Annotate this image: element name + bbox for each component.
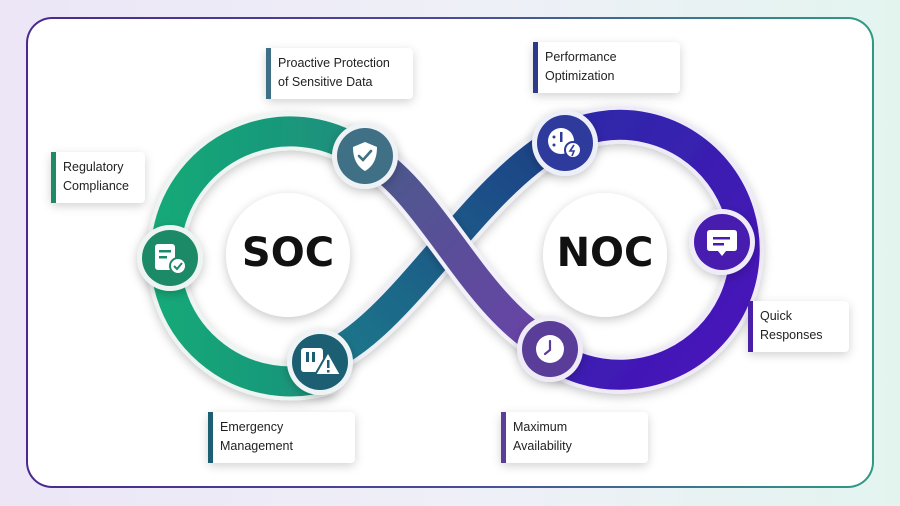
label-line: Quick xyxy=(760,309,792,323)
label-regulatory-compliance: Regulatory Compliance xyxy=(51,152,145,203)
shield-check-icon xyxy=(332,123,398,189)
soc-center-disc xyxy=(226,193,350,317)
soc-title: SOC xyxy=(241,230,335,276)
label-line: Optimization xyxy=(545,69,615,83)
label-maximum-availability: Maximum Availability xyxy=(501,412,648,463)
label-accent-bar xyxy=(208,412,213,463)
label-line: Management xyxy=(220,439,293,453)
label-proactive-protection: Proactive Protection of Sensitive Data xyxy=(266,48,413,99)
label-quick-responses: Quick Responses xyxy=(748,301,849,352)
noc-center-disc xyxy=(543,193,667,317)
speedometer-bolt-icon xyxy=(532,110,598,176)
label-accent-bar xyxy=(533,42,538,93)
clock-icon xyxy=(517,316,583,382)
label-line: Proactive Protection xyxy=(278,56,390,70)
alert-incident-icon xyxy=(287,329,353,395)
label-accent-bar xyxy=(266,48,271,99)
label-emergency-management: Emergency Management xyxy=(208,412,355,463)
label-accent-bar xyxy=(748,301,753,352)
label-line: Compliance xyxy=(63,179,130,193)
document-check-icon xyxy=(137,225,203,291)
label-line: Availability xyxy=(513,439,572,453)
label-line: Responses xyxy=(760,328,823,342)
label-line: Performance xyxy=(545,50,617,64)
label-performance-optimization: Performance Optimization xyxy=(533,42,680,93)
label-accent-bar xyxy=(501,412,506,463)
chat-message-icon xyxy=(689,209,755,275)
noc-title: NOC xyxy=(556,230,654,276)
label-accent-bar xyxy=(51,152,56,203)
label-line: Maximum xyxy=(513,420,568,434)
label-line: Regulatory xyxy=(63,160,124,174)
label-line: Emergency xyxy=(220,420,284,434)
label-line: of Sensitive Data xyxy=(278,75,373,89)
